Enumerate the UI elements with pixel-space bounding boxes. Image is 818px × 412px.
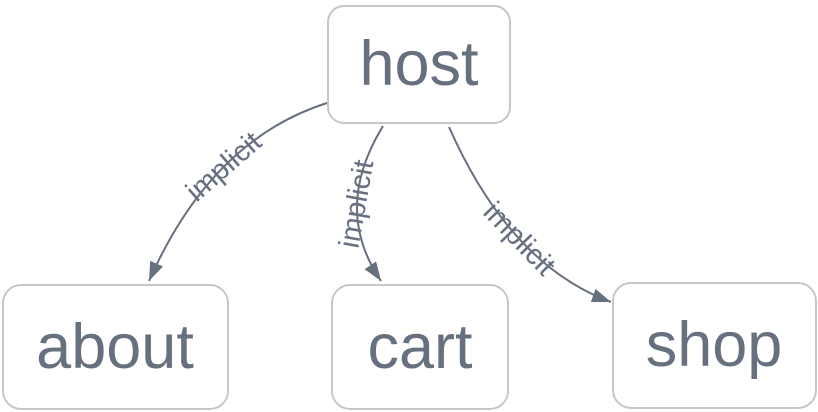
node-host[interactable]: host — [327, 5, 511, 124]
node-cart[interactable]: cart — [331, 284, 509, 410]
node-cart-box[interactable] — [331, 284, 509, 410]
node-host-box[interactable] — [327, 5, 511, 124]
node-about-box[interactable] — [2, 284, 229, 410]
node-about-label: about — [36, 312, 194, 382]
edges-layer: implicit implicit implicit — [148, 102, 612, 303]
edge-label-host-shop: implicit — [477, 196, 562, 282]
edge-label-host-about: implicit — [180, 126, 268, 208]
node-shop-box[interactable] — [612, 282, 817, 409]
edge-host-shop — [448, 126, 612, 303]
node-about[interactable]: about — [2, 284, 229, 410]
edge-label-host-cart: implicit — [334, 158, 381, 251]
node-shop[interactable]: shop — [612, 282, 817, 409]
node-cart-label: cart — [367, 312, 473, 382]
node-shop-label: shop — [646, 310, 783, 380]
node-host-label: host — [359, 29, 479, 99]
edge-host-about — [148, 102, 328, 282]
edge-host-cart — [356, 125, 384, 282]
